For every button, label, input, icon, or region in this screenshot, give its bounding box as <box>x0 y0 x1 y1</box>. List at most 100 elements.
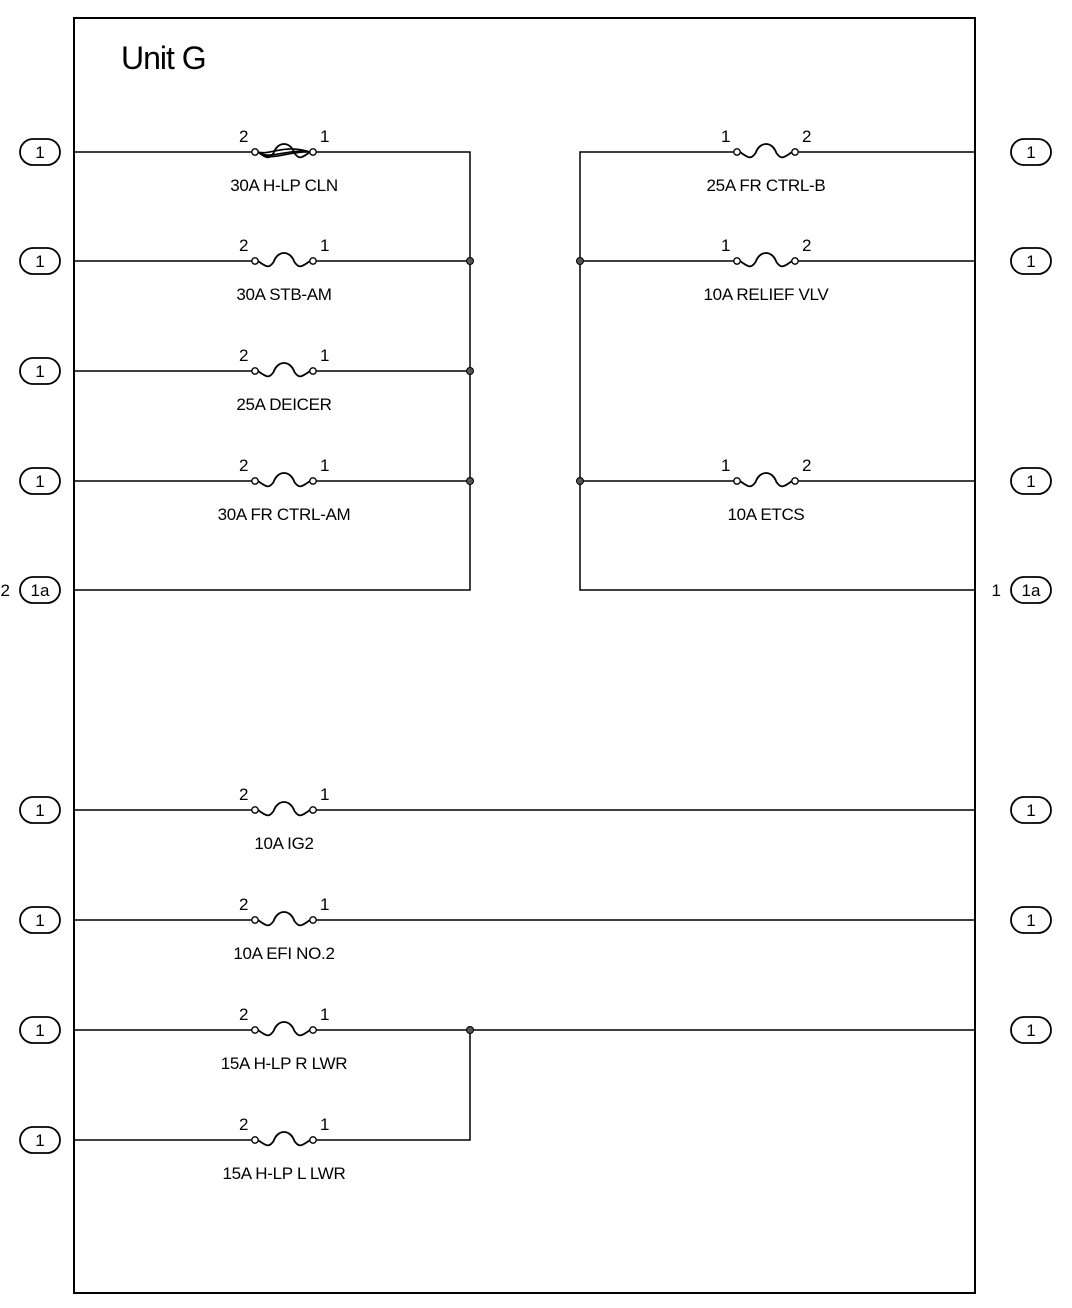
fuse-terminal <box>309 367 317 375</box>
fuse-element <box>257 1021 311 1037</box>
connector-outline <box>19 138 61 166</box>
fuse-pin-number: 2 <box>802 456 811 475</box>
connector-label: 1 <box>1026 1021 1035 1040</box>
connector-badge: 1 <box>19 1126 61 1154</box>
junction-dot <box>576 477 584 485</box>
connector-badge: 1 <box>19 796 61 824</box>
connector-label: 1 <box>1026 801 1035 820</box>
fuse-pin-number: 2 <box>239 785 248 804</box>
connector-outline <box>19 1126 61 1154</box>
fuse-terminal <box>309 916 317 924</box>
fuse-element <box>257 143 311 159</box>
connector-outline <box>1010 576 1052 604</box>
fuse-terminal <box>251 806 259 814</box>
unit-outline <box>73 17 976 1294</box>
fuse-terminal <box>251 916 259 924</box>
connector-label: 1 <box>1026 911 1035 930</box>
connector-badge: 1 <box>1010 138 1052 166</box>
fuse-stb-am: 2 1 30A STB-AM <box>236 236 332 304</box>
fuse-element <box>739 252 793 268</box>
fuse-terminal <box>251 257 259 265</box>
fuse-label: 10A ETCS <box>728 505 805 524</box>
fuse-terminal <box>733 257 741 265</box>
fuse-element <box>739 472 793 488</box>
connector-pin-number: 1 <box>992 581 1001 600</box>
fuse-pin-number: 1 <box>320 236 329 255</box>
connector-outline <box>19 467 61 495</box>
fuse-element <box>257 362 311 378</box>
connector-label: 1 <box>1026 143 1035 162</box>
connector-label: 1 <box>35 472 44 491</box>
fuse-label: 25A FR CTRL-B <box>707 176 826 195</box>
fuse-terminal <box>309 257 317 265</box>
fuse-pin-number: 2 <box>239 1005 248 1024</box>
fuse-element <box>739 143 793 159</box>
fuse-label: 30A STB-AM <box>236 285 331 304</box>
fuse-terminal <box>309 1136 317 1144</box>
fuse-terminal <box>733 148 741 156</box>
connector-badge: 1 <box>19 467 61 495</box>
connector-outline <box>1010 906 1052 934</box>
fuse-element <box>257 472 311 488</box>
connector-outline <box>1010 467 1052 495</box>
connector-outline <box>19 357 61 385</box>
fuse-label: 10A IG2 <box>254 834 313 853</box>
fuse-terminal <box>251 477 259 485</box>
fuse-terminal <box>309 477 317 485</box>
fuse-label: 25A DEICER <box>236 395 331 414</box>
wire <box>579 151 975 591</box>
fuse-terminal <box>733 477 741 485</box>
connector-badge: 1 <box>19 247 61 275</box>
connector-label: 1 <box>35 1021 44 1040</box>
fuse-terminal <box>791 257 799 265</box>
fuse-pin-number: 2 <box>239 1115 248 1134</box>
junctions <box>466 257 584 1034</box>
connector-outline <box>1010 138 1052 166</box>
connector-badge: 1 <box>1010 1016 1052 1044</box>
connector-label: 1 <box>35 143 44 162</box>
connector-label: 1a <box>1022 581 1041 600</box>
wire <box>313 1030 471 1141</box>
connector-label: 1 <box>35 801 44 820</box>
fuse-element <box>257 252 311 268</box>
fuse-pin-number: 2 <box>239 236 248 255</box>
fuse-pin-number: 2 <box>239 895 248 914</box>
fuse-terminal <box>309 148 317 156</box>
fuse-pin-number: 1 <box>320 785 329 804</box>
connector-outline <box>1010 247 1052 275</box>
fuse-pin-number: 2 <box>239 456 248 475</box>
fuse-strand <box>257 151 311 158</box>
fuse-element <box>257 801 311 817</box>
connector-outline <box>19 576 61 604</box>
connector-badge-bus: 1a 1 <box>992 576 1052 604</box>
fuse-pin-number: 2 <box>802 236 811 255</box>
fuse-element <box>257 1131 311 1147</box>
connector-outline <box>1010 796 1052 824</box>
connector-outline <box>1010 1016 1052 1044</box>
connector-outline <box>19 1016 61 1044</box>
fuse-terminal <box>251 1026 259 1034</box>
junction-dot <box>466 477 474 485</box>
fuse-pin-number: 1 <box>320 1005 329 1024</box>
fuse-pin-number: 1 <box>721 456 730 475</box>
connector-badge: 1 <box>1010 247 1052 275</box>
fuse-pin-number: 2 <box>239 346 248 365</box>
junction-dot <box>466 257 474 265</box>
connector-outline <box>19 247 61 275</box>
connector-label: 1 <box>35 1131 44 1150</box>
fuse-terminal <box>309 1026 317 1034</box>
connector-badge: 1 <box>19 357 61 385</box>
fuse-label: 30A FR CTRL-AM <box>218 505 351 524</box>
junction-dot <box>466 1026 474 1034</box>
fuse-deicer: 2 1 25A DEICER <box>236 346 332 414</box>
connector-label: 1 <box>1026 252 1035 271</box>
fuse-terminal <box>791 148 799 156</box>
fuse-pin-number: 1 <box>320 346 329 365</box>
fuse-label: 30A H-LP CLN <box>230 176 338 195</box>
